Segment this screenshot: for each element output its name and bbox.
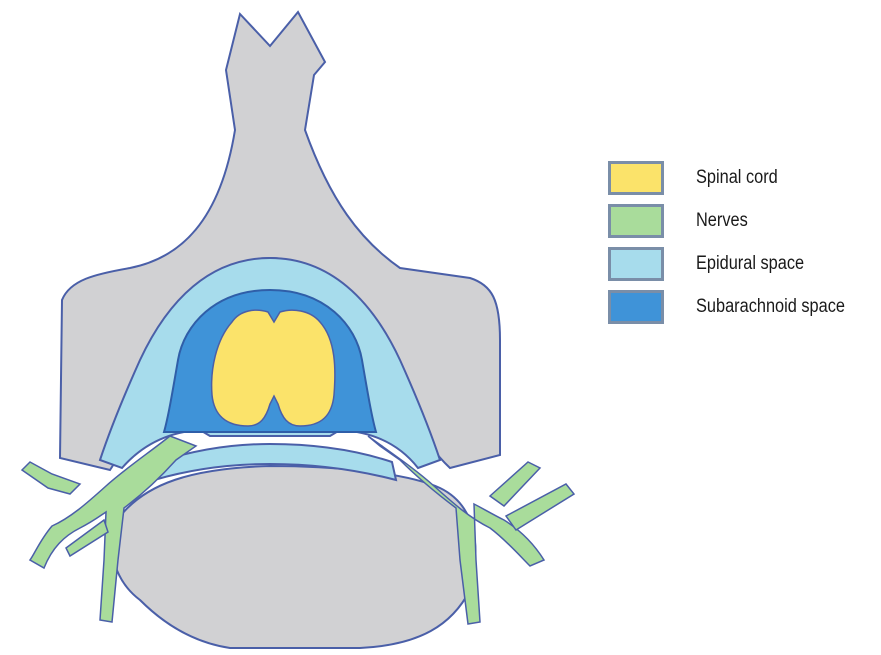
legend: Spinal cord Nerves Epidural space Subara… (608, 156, 869, 328)
nerves-swatch-icon (608, 204, 664, 238)
nerve-right-twig-1 (490, 462, 540, 506)
legend-item-nerves: Nerves (608, 199, 869, 242)
legend-item-subarachnoid-space: Subarachnoid space (608, 285, 869, 328)
subarachnoid-space-swatch-icon (608, 290, 664, 324)
legend-label: Nerves (696, 210, 748, 232)
legend-item-epidural-space: Epidural space (608, 242, 869, 285)
epidural-space-swatch-icon (608, 247, 664, 281)
legend-label: Subarachnoid space (696, 296, 845, 318)
legend-label: Epidural space (696, 253, 804, 275)
legend-item-spinal-cord: Spinal cord (608, 156, 869, 199)
vertebral-body (111, 466, 475, 648)
spinal-cord-swatch-icon (608, 161, 664, 195)
nerve-left-twig (22, 462, 80, 494)
legend-label: Spinal cord (696, 167, 778, 189)
